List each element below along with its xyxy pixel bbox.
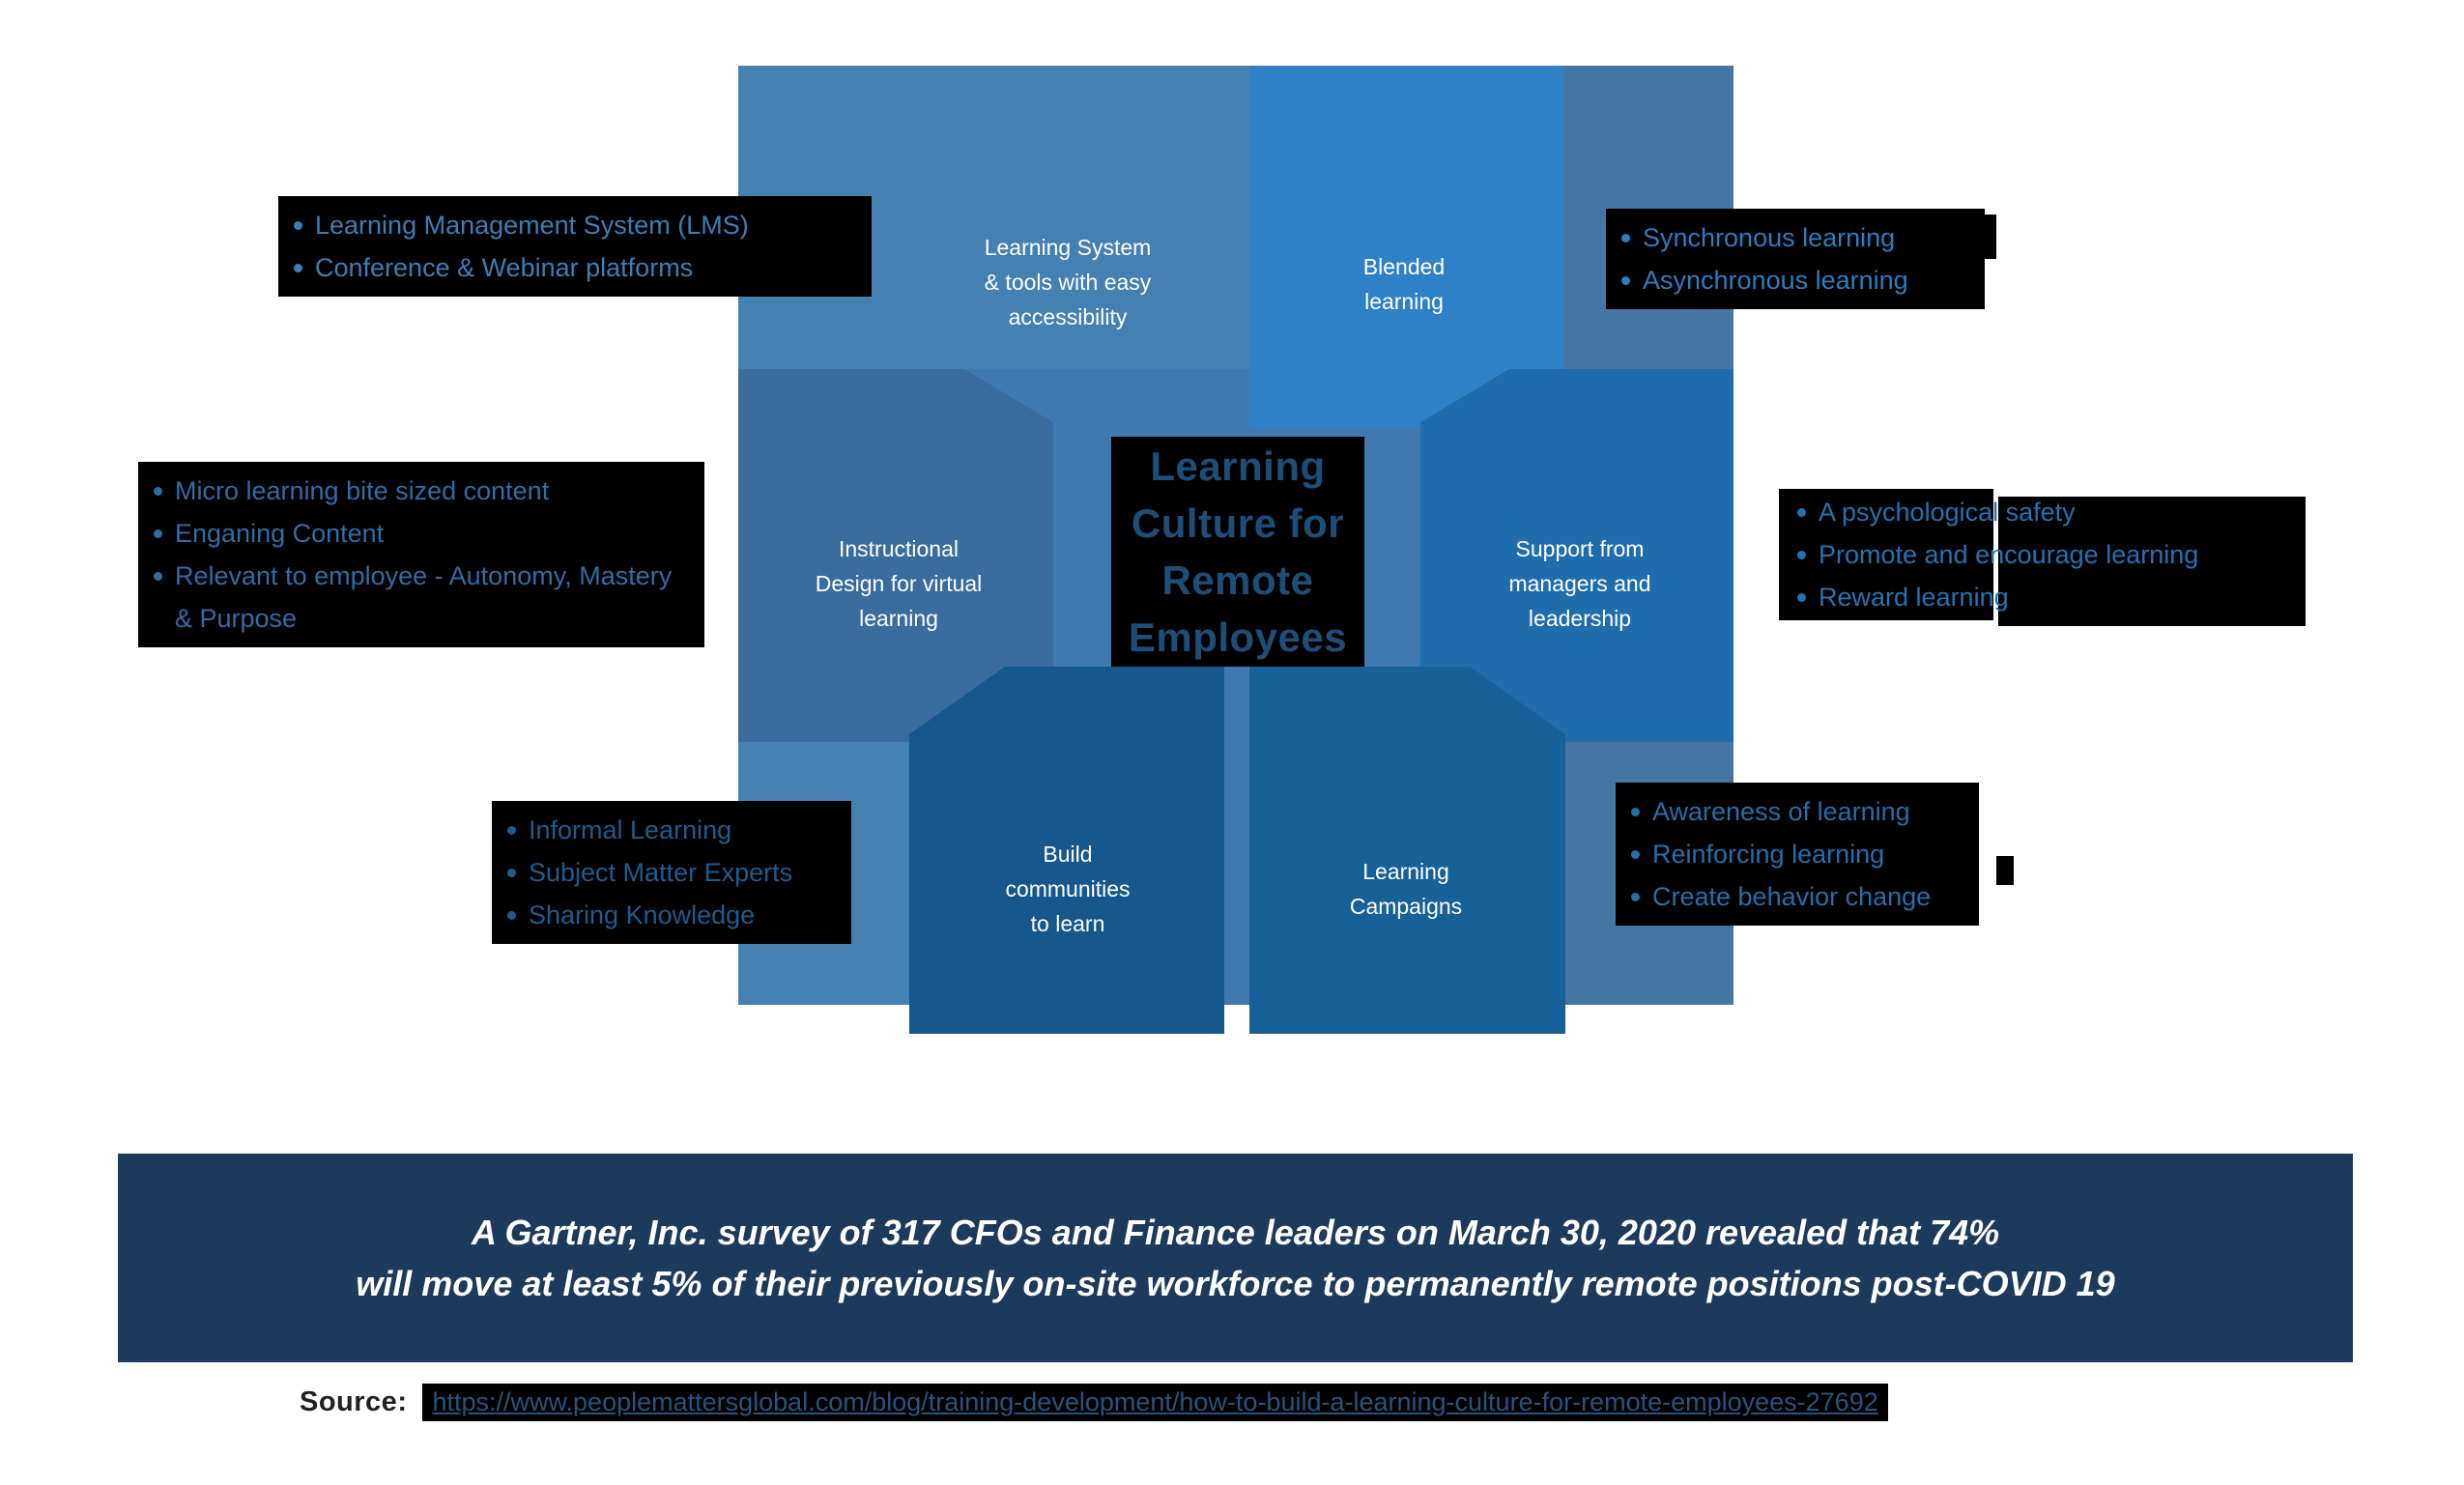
callout-item: Synchronous learning — [1612, 216, 1971, 259]
callout-item: Promote and encourage learning — [1788, 533, 2309, 576]
callout-item: Asynchronous learning — [1612, 259, 1971, 301]
callout-item: Subject Matter Experts — [498, 851, 838, 894]
label-support-managers: Support from managers and leadership — [1508, 536, 1651, 631]
callout-bottom-right: Awareness of learning Reinforcing learni… — [1616, 783, 1979, 926]
survey-banner-text: A Gartner, Inc. survey of 317 CFOs and F… — [356, 1213, 2115, 1303]
callout-item: Reward learning — [1788, 576, 2309, 618]
callout-item: A psychological safety — [1788, 491, 2309, 533]
callout-item: Sharing Knowledge — [498, 894, 838, 936]
callout-top-left: Learning Management System (LMS) Confere… — [278, 196, 872, 297]
callout-item: Informal Learning — [498, 809, 838, 851]
callout-item: Micro learning bite sized content — [144, 470, 691, 512]
label-instructional-design: Instructional Design for virtual learnin… — [815, 536, 983, 631]
callout-mid-right: A psychological safety Promote and encou… — [1782, 483, 2323, 626]
label-blended-learning: Blended learning — [1362, 254, 1446, 314]
center-title-box: Learning Culture for Remote Employees — [1111, 437, 1364, 667]
callout-item: Conference & Webinar platforms — [284, 246, 858, 289]
highlight-artifact-bar — [1983, 214, 1996, 259]
survey-banner: A Gartner, Inc. survey of 317 CFOs and F… — [118, 1154, 2353, 1362]
callout-top-right: Synchronous learning Asynchronous learni… — [1606, 209, 1985, 309]
label-learning-system: Learning System & tools with easy access… — [984, 235, 1152, 329]
callout-item: Reinforcing learning — [1621, 833, 1965, 875]
label-build-communities: Build communities to learn — [1005, 842, 1131, 936]
source-label: Source: — [300, 1386, 408, 1417]
box-build-communities — [909, 667, 1224, 1034]
callout-bottom-left: Informal Learning Subject Matter Experts… — [492, 801, 851, 944]
center-title: Learning Culture for Remote Employees — [1128, 443, 1348, 660]
label-learning-campaigns: Learning Campaigns — [1349, 859, 1463, 919]
callout-mid-left: Micro learning bite sized content Engani… — [138, 462, 704, 647]
box-blended-learning — [1249, 66, 1563, 428]
callout-item: Learning Management System (LMS) — [284, 204, 858, 246]
highlight-block-left — [1779, 489, 1993, 620]
callout-item: Awareness of learning — [1621, 790, 1965, 833]
highlight-artifact-square — [1996, 856, 2014, 885]
source-line: Source: https://www.peoplemattersglobal.… — [300, 1384, 1888, 1421]
callout-item: Create behavior change — [1621, 875, 1965, 918]
highlight-block-right — [1998, 497, 2306, 626]
callout-item: Enganing Content — [144, 512, 691, 555]
callout-item: Relevant to employee - Autonomy, Mastery… — [144, 555, 691, 640]
box-learning-campaigns — [1249, 667, 1565, 1034]
source-url-link[interactable]: https://www.peoplemattersglobal.com/blog… — [422, 1384, 1888, 1421]
